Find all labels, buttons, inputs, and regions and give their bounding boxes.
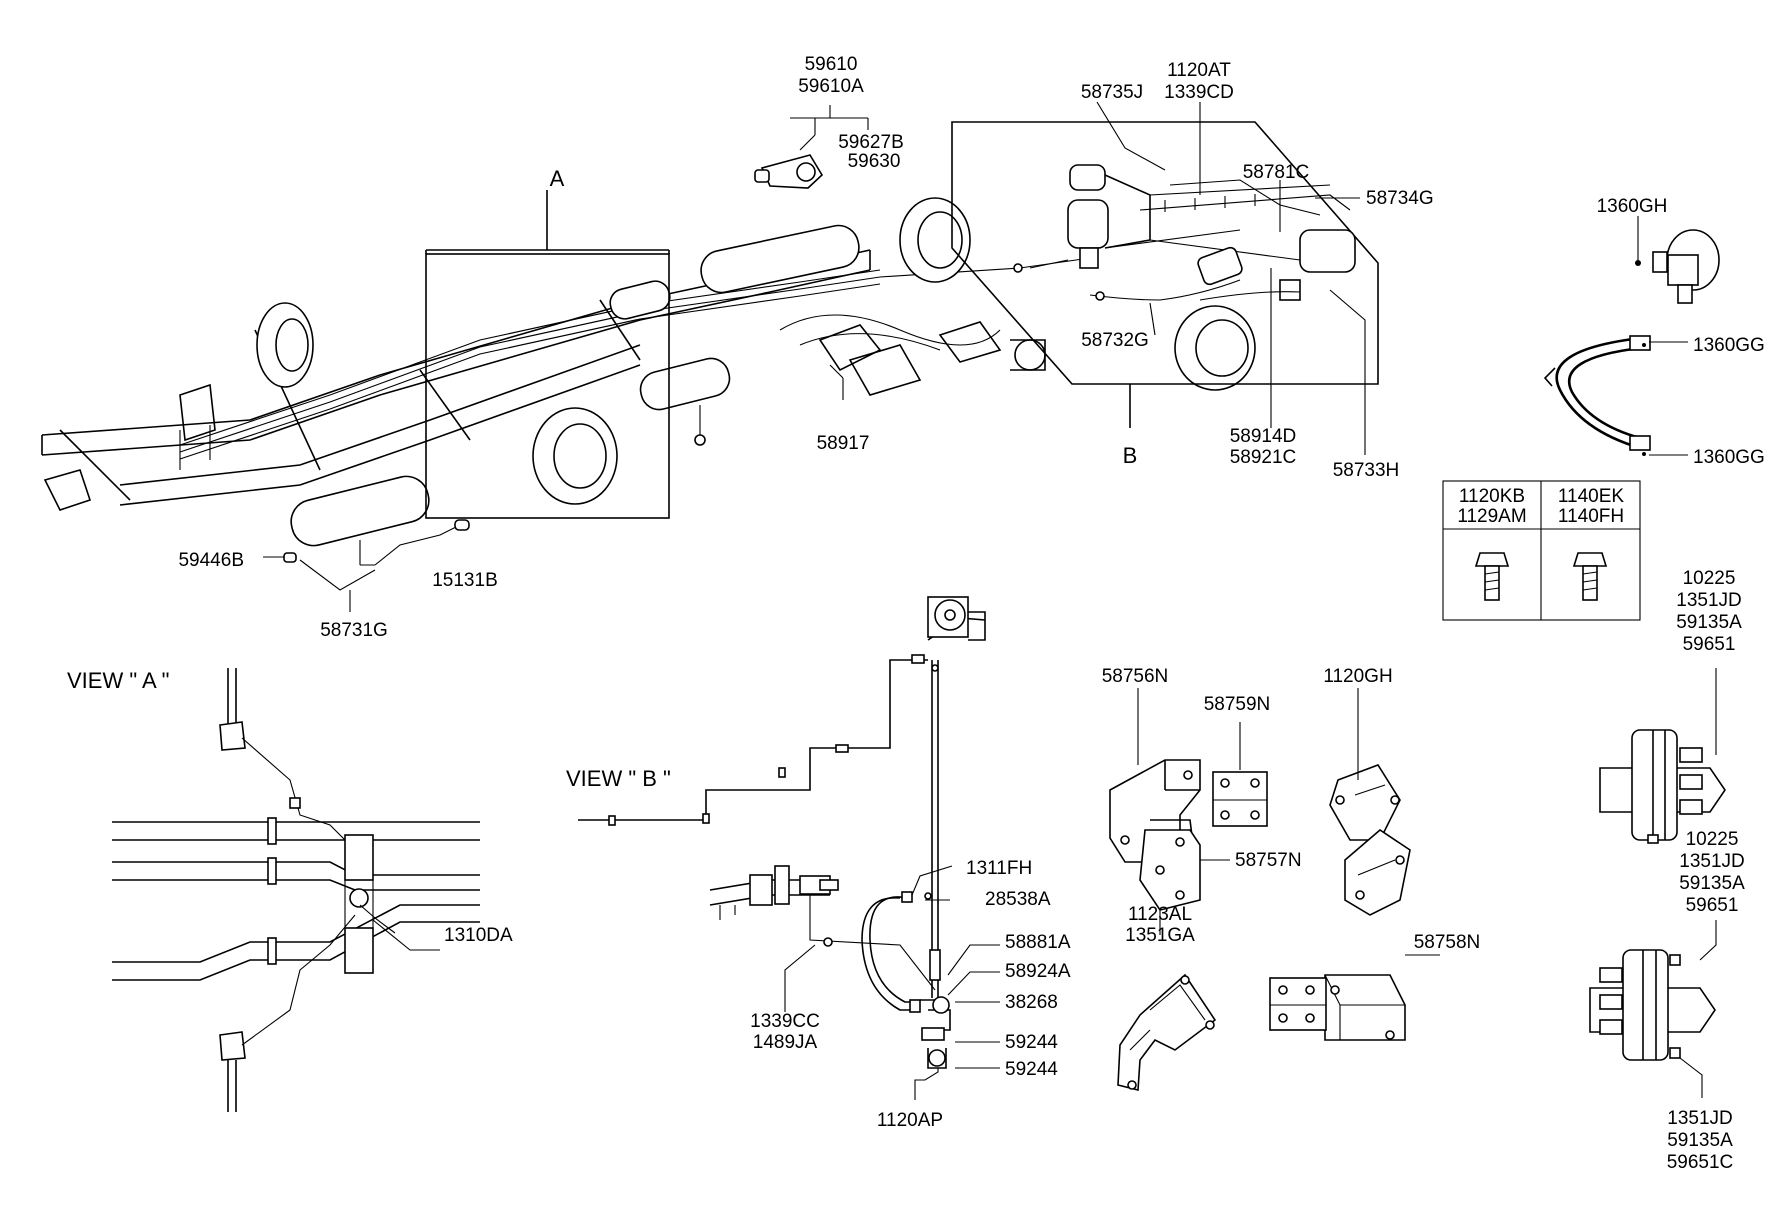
bracket-58758n — [1269, 954, 1440, 1041]
chamber-upper-1: 10225 — [1683, 568, 1736, 589]
callout-58731g: 58731G — [320, 620, 388, 641]
chamber-upper-4: 59651 — [1683, 634, 1736, 655]
view-b-detail: VIEW " B " — [566, 596, 986, 1100]
callout-labels: 59610 59610A 59627B 59630 1120AT 1339CD … — [178, 54, 1764, 1131]
callout-1360gh: 1360GH — [1597, 196, 1668, 217]
callout-58914d: 58914D — [1230, 426, 1297, 447]
callout-1339cd: 1339CD — [1164, 82, 1234, 103]
callout-15131b: 15131B — [432, 570, 498, 591]
callout-58881a: 58881A — [1005, 932, 1071, 953]
label-a: A — [550, 166, 565, 191]
callout-58924a: 58924A — [1005, 961, 1071, 982]
chamber-middle-3: 59135A — [1679, 873, 1745, 894]
callout-28538a: 28538A — [985, 889, 1051, 910]
brake-chamber-upper — [1599, 668, 1726, 844]
bracket-lower-left — [1117, 973, 1217, 1092]
callout-1123al: 1123AL — [1128, 904, 1192, 925]
flange-bolt-icon — [1572, 552, 1608, 601]
detail-box-a: A — [425, 166, 670, 519]
bolt-table-left-1: 1120KB — [1459, 486, 1525, 507]
callout-1311fh: 1311FH — [966, 858, 1032, 879]
callout-59244-bottom: 59244 — [1005, 1059, 1058, 1080]
bracket-1120gh — [1329, 688, 1411, 916]
label-b: B — [1123, 443, 1138, 468]
callout-58733h: 58733H — [1333, 460, 1400, 481]
callout-59630: 59630 — [848, 151, 901, 172]
callout-58781c: 58781C — [1243, 162, 1310, 183]
callout-58917: 58917 — [817, 433, 870, 454]
callout-58735j: 58735J — [1081, 82, 1143, 103]
leader-lines — [359, 101, 1366, 1069]
valve-1360gh — [1635, 216, 1720, 304]
callout-58758n: 58758N — [1414, 932, 1481, 953]
callout-58732g: 58732G — [1081, 330, 1149, 351]
callout-1339cc: 1339CC — [750, 1011, 820, 1032]
chamber-upper-2: 1351JD — [1676, 590, 1742, 611]
view-b-title: VIEW " B " — [566, 766, 671, 791]
flange-bolt-icon — [1474, 552, 1510, 601]
chamber-callouts-lower: 1351JD 59135A 59651C — [1667, 1108, 1734, 1173]
connector-59610 — [754, 105, 869, 189]
bolt-table-right-1: 1140EK — [1558, 486, 1625, 507]
callout-59610a: 59610A — [798, 76, 864, 97]
callout-1360gg-top: 1360GG — [1693, 335, 1765, 356]
chassis-assembly — [41, 197, 1256, 612]
bracket-58759n — [1212, 722, 1268, 827]
chamber-callouts-middle: 10225 1351JD 59135A 59651 — [1679, 829, 1745, 916]
callout-38268: 38268 — [1005, 992, 1058, 1013]
callout-1120at: 1120AT — [1167, 60, 1231, 81]
callout-59244-top: 59244 — [1005, 1032, 1058, 1053]
bolt-table-right-2: 1140FH — [1558, 506, 1624, 527]
bolt-table: 1120KB 1129AM 1140EK 1140FH — [1442, 480, 1641, 621]
callout-59627b: 59627B — [838, 132, 904, 153]
chamber-middle-2: 1351JD — [1679, 851, 1745, 872]
view-a-title: VIEW " A " — [67, 668, 169, 693]
callout-1120gh: 1120GH — [1323, 666, 1392, 687]
callout-1120ap: 1120AP — [877, 1110, 943, 1131]
callout-58734g: 58734G — [1366, 188, 1434, 209]
callout-59610: 59610 — [805, 54, 858, 75]
callout-1489ja: 1489JA — [753, 1032, 818, 1053]
bolt-table-left-2: 1129AM — [1457, 506, 1526, 527]
detail-box-b: B — [951, 121, 1379, 468]
callout-58757n: 58757N — [1235, 850, 1302, 871]
brake-chamber-lower — [1589, 920, 1717, 1098]
chamber-middle-4: 59651 — [1686, 895, 1739, 916]
strap-1360gg — [1543, 335, 1688, 456]
callout-58759n: 58759N — [1204, 694, 1271, 715]
callout-1360gg-bottom: 1360GG — [1693, 447, 1765, 468]
chamber-middle-1: 10225 — [1686, 829, 1739, 850]
chamber-lower-3: 59651C — [1667, 1152, 1734, 1173]
callout-58756n: 58756N — [1102, 666, 1169, 687]
chamber-lower-1: 1351JD — [1667, 1108, 1733, 1129]
callout-1351ga: 1351GA — [1125, 925, 1195, 946]
callout-1310da: 1310DA — [444, 925, 513, 946]
callout-58921c: 58921C — [1230, 447, 1297, 468]
view-a-detail: VIEW " A " — [67, 668, 480, 1112]
chamber-upper-3: 59135A — [1676, 612, 1742, 633]
chamber-lower-2: 59135A — [1667, 1130, 1733, 1151]
callout-59446b: 59446B — [178, 550, 244, 571]
bracket-58757n — [1139, 829, 1230, 935]
chamber-callouts-upper: 10225 1351JD 59135A 59651 — [1676, 568, 1742, 655]
